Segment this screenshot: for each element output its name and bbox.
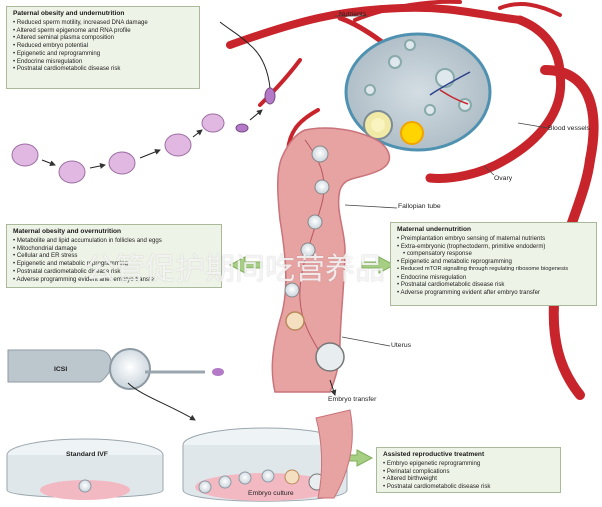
petri-dishes	[6, 427, 348, 502]
maternal-undernutrition-box: Maternal undernutrition Preimplantation …	[390, 222, 597, 306]
list-item: Extra-embryonic (trophectoderm, primitiv…	[397, 243, 591, 251]
icsi-setup	[7, 348, 224, 421]
list-item: Reduced sperm motility, increased DNA da…	[13, 19, 194, 27]
maternal-obesity-list: Metabolite and lipid accumulation in fol…	[13, 237, 216, 283]
list-item: Cellular and ER stress	[13, 252, 216, 260]
label-fallopian-tube: Fallopian tube	[398, 203, 441, 210]
label-embryo-culture: Embryo culture	[248, 490, 294, 497]
callout-lines	[335, 15, 549, 347]
list-item: Epigenetic and metabolic reprogramming	[13, 260, 216, 268]
list-item: Postnatal cardiometabolic disease risk	[383, 483, 555, 491]
list-item: Adverse programming evident after embryo…	[397, 289, 591, 297]
assisted-reproductive-title: Assisted reproductive treatment	[383, 451, 485, 458]
list-item: Postnatal cardiometabolic disease risk	[397, 281, 591, 289]
ovary	[344, 32, 492, 152]
list-item: Epigenetic and metabolic reprogramming	[397, 258, 591, 266]
list-item: Adverse programming evident after embryo…	[13, 276, 216, 284]
list-item: Epigenetic and reprogramming	[13, 50, 194, 58]
list-item: Preimplantation embryo sensing of matern…	[397, 235, 591, 243]
maternal-obesity-title: Maternal obesity and overnutrition	[13, 228, 122, 235]
label-icsi: ICSI	[54, 366, 68, 373]
list-item: Embryo epigenetic reprogramming	[383, 460, 555, 468]
list-item: compensatory response	[397, 250, 591, 258]
list-item: Altered seminal plasma composition	[13, 34, 194, 42]
label-ovary: Ovary	[494, 175, 513, 182]
list-item: Postnatal cardiometabolic disease risk	[13, 268, 216, 276]
list-item: Endocrine misregulation	[397, 274, 591, 282]
list-item: Metabolite and lipid accumulation in fol…	[13, 237, 216, 245]
paternal-box: Paternal obesity and undernutrition Redu…	[6, 6, 200, 89]
embryo-progression	[284, 145, 345, 372]
list-item: Postnatal cardiometabolic disease risk	[13, 65, 194, 73]
assisted-reproductive-box: Assisted reproductive treatment Embryo e…	[376, 447, 561, 493]
assisted-reproductive-list: Embryo epigenetic reprogramming Perinata…	[383, 460, 555, 491]
watermark-text: 公管促护期间吃营养品	[85, 252, 385, 287]
list-item: Altered birthweight	[383, 475, 555, 483]
label-uterus: Uterus	[391, 342, 412, 349]
list-item: Reduced embryo potential	[13, 42, 194, 50]
maternal-undernutrition-list: Preimplantation embryo sensing of matern…	[397, 235, 591, 297]
label-nutrients: Nutrients	[339, 11, 367, 18]
label-blood-vessels: Blood vessels	[548, 125, 590, 132]
green-arrows	[228, 256, 396, 467]
list-item: Endocrine misregulation	[13, 58, 194, 66]
label-embryo-transfer: Embryo transfer	[328, 396, 377, 403]
embryo-transfer-catheter	[315, 379, 353, 499]
maternal-undernutrition-title: Maternal undernutrition	[397, 226, 471, 233]
maternal-obesity-box: Maternal obesity and overnutrition Metab…	[6, 224, 222, 288]
paternal-list: Reduced sperm motility, increased DNA da…	[13, 19, 194, 73]
sperm-development	[11, 21, 276, 184]
list-item: Mitochondrial damage	[13, 245, 216, 253]
label-standard-ivf: Standard IVF	[66, 451, 108, 458]
list-item: Altered sperm epigenome and RNA profile	[13, 27, 194, 35]
paternal-title: Paternal obesity and undernutrition	[13, 10, 125, 17]
list-item: Reduced mTOR signalling through regulati…	[397, 266, 591, 274]
list-item: Perinatal complications	[383, 468, 555, 476]
